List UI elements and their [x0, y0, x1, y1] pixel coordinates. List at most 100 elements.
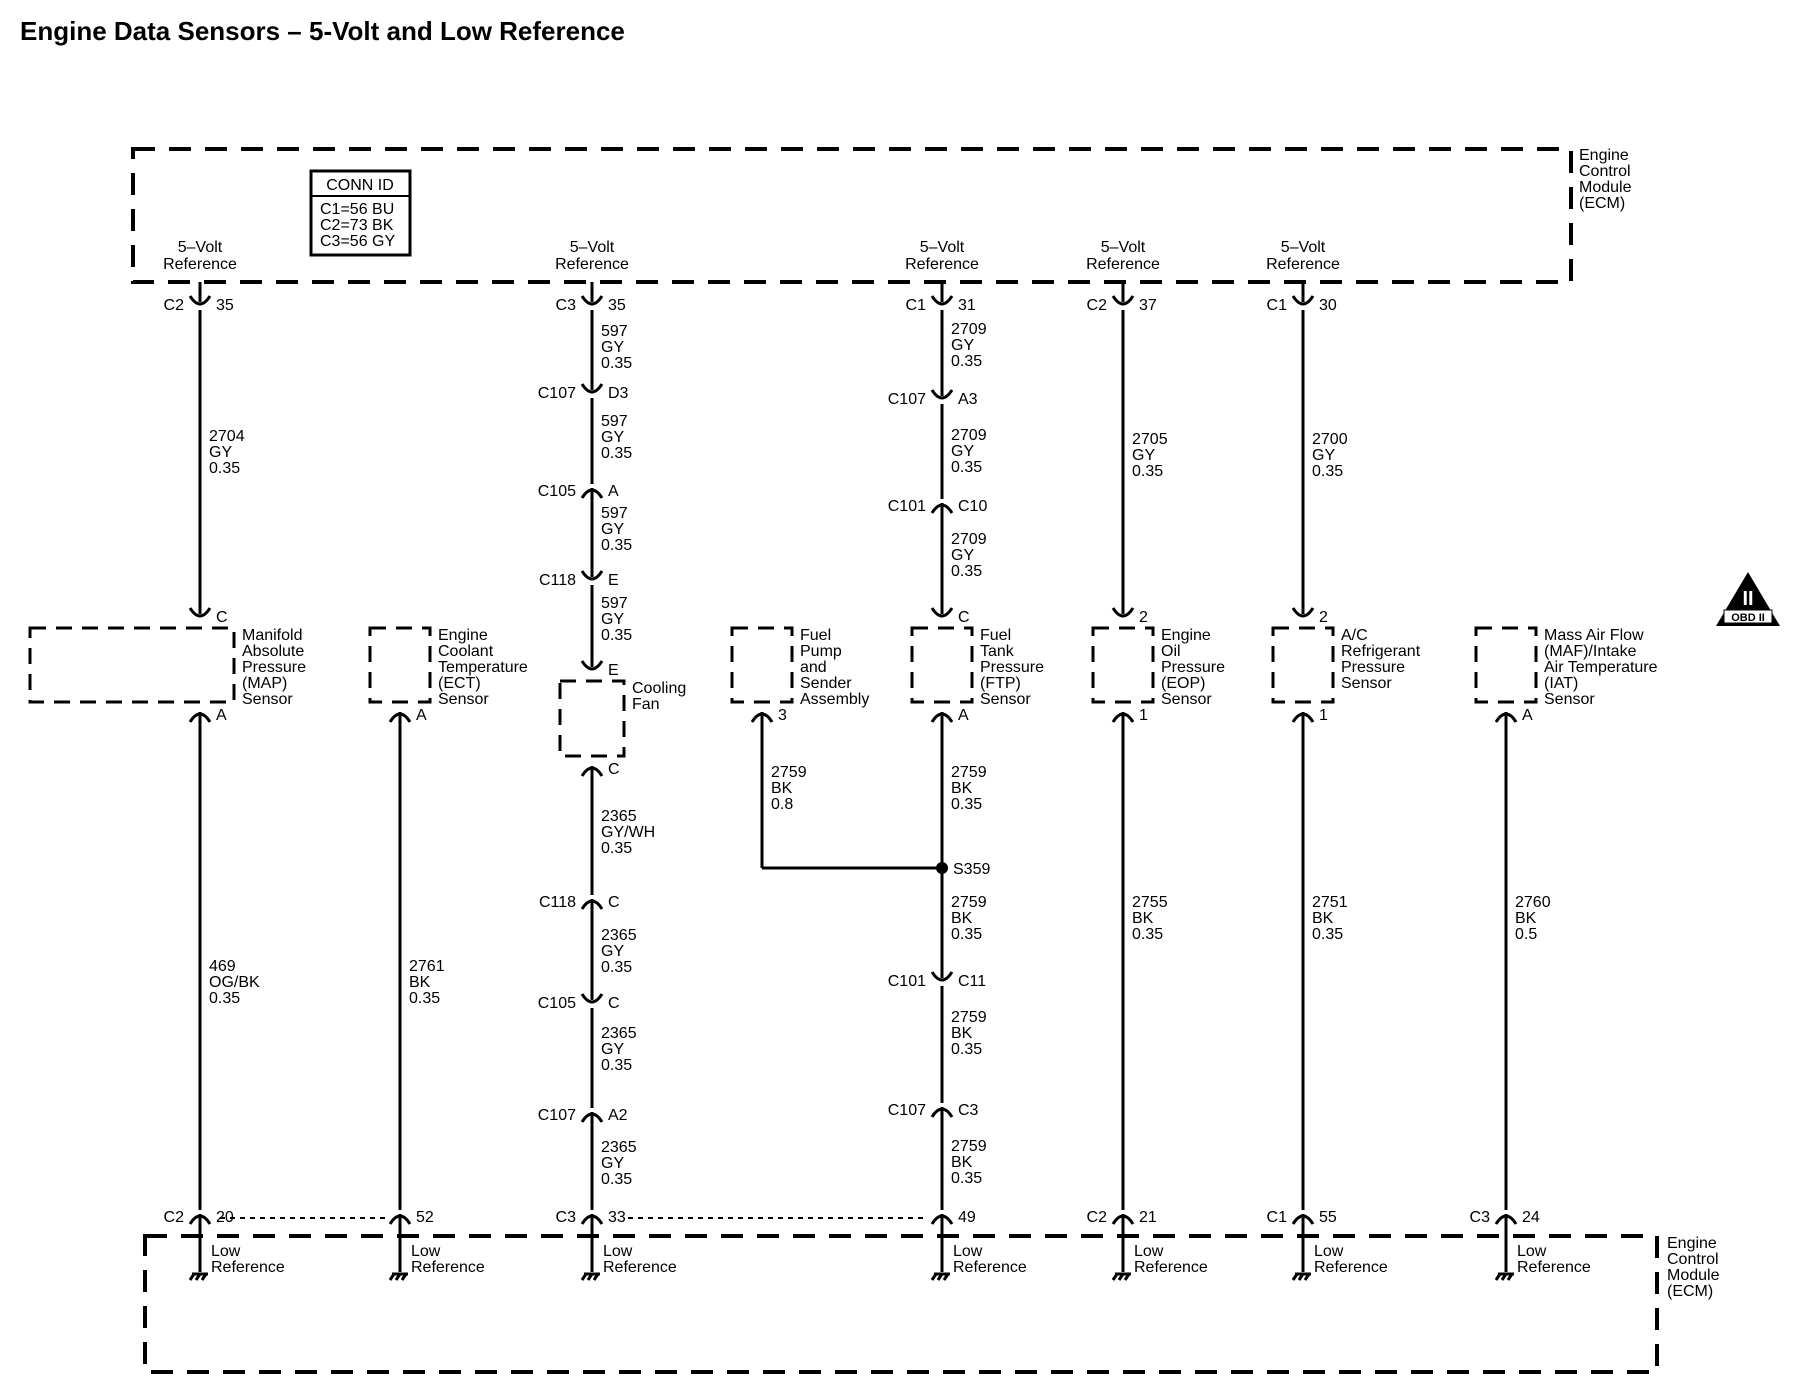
- ground-hatch: [1297, 1273, 1305, 1281]
- ref-5v-label: 5–Volt: [1101, 239, 1146, 256]
- connector-arc: [580, 993, 604, 1004]
- wire-spec: 2759: [951, 764, 987, 781]
- ground-icon: [188, 1272, 208, 1281]
- ground-hatch: [394, 1273, 402, 1281]
- ground-hatch: [1494, 1273, 1502, 1281]
- obd2-badge-icon: II OBD II: [1716, 572, 1780, 626]
- low-ref-label: Low: [411, 1243, 441, 1260]
- connector-pin-label: 21: [1139, 1209, 1157, 1226]
- wire-spec: 0.35: [951, 1041, 982, 1058]
- wire-spec: 0.35: [601, 627, 632, 644]
- wire-spec: 2709: [951, 427, 987, 444]
- wire-spec: GY: [601, 429, 624, 446]
- wire-spec: GY: [601, 1041, 624, 1058]
- wire-spec: BK: [1132, 910, 1154, 927]
- circuit-2: AEngineCoolantTemperature(ECT)Sensor2761…: [368, 626, 528, 1281]
- connector-pin-label: C10: [958, 498, 987, 515]
- connector-icon: [1111, 1210, 1135, 1225]
- low-ref-label: Low: [1134, 1243, 1164, 1260]
- connector-id: C3: [556, 1209, 577, 1226]
- sensor-name-line: Sensor: [242, 691, 293, 708]
- ref-5v-label: Reference: [555, 256, 629, 273]
- sensor-name-line: Pressure: [1161, 659, 1225, 676]
- sensor-name-line: Manifold: [242, 627, 302, 644]
- connector-icon: [388, 1210, 412, 1225]
- ground-hatch: [1123, 1273, 1131, 1281]
- wire-spec: 2709: [951, 531, 987, 548]
- low-ref-label: Low: [211, 1243, 241, 1260]
- sensor-pin-label: 2: [1319, 609, 1328, 626]
- connector-arc: [1111, 607, 1135, 618]
- connector-icon: [930, 1103, 954, 1118]
- connector-icon: [188, 708, 212, 723]
- sensor-name-line: Cooling: [632, 680, 686, 697]
- ground-icon: [1494, 1272, 1514, 1281]
- connector-id: C2: [164, 1209, 185, 1226]
- obd2-badge-text: OBD II: [1731, 612, 1765, 624]
- sensor-name-line: (FTP): [980, 675, 1021, 692]
- connector-pin-label: 35: [216, 297, 234, 314]
- sensor-name-line: (MAF)/Intake: [1544, 643, 1637, 660]
- wire-spec: 0.35: [601, 840, 632, 857]
- ground-hatch: [592, 1273, 600, 1281]
- connector-pin-label: C11: [958, 973, 986, 990]
- sensor-name-line: (MAP): [242, 675, 287, 692]
- connector-id: C107: [888, 1102, 926, 1119]
- wire-spec: 0.35: [1312, 926, 1343, 943]
- sensor-pin-label: A: [1522, 707, 1533, 724]
- ref-5v-label: Reference: [1086, 256, 1160, 273]
- sensor-name-line: Assembly: [800, 691, 869, 708]
- connector-icon: [388, 708, 412, 723]
- connector-pin-label: 31: [958, 297, 976, 314]
- connector-icon: [188, 295, 212, 310]
- connector-icon: [930, 971, 954, 986]
- connector-icon: [580, 295, 604, 310]
- sensor-name-line: Sensor: [1341, 675, 1392, 692]
- ground-icon: [1111, 1272, 1131, 1281]
- obd2-badge-symbol: II: [1742, 588, 1753, 610]
- connector-pin-label: E: [608, 572, 619, 589]
- wire-spec: 0.35: [951, 459, 982, 476]
- ground-hatch: [1500, 1273, 1508, 1281]
- svg-text:Engine: Engine: [1667, 1235, 1717, 1252]
- ground-hatch: [1111, 1273, 1119, 1281]
- sensor-name-line: Engine: [1161, 627, 1211, 644]
- sensor-pin-label: E: [608, 662, 619, 679]
- ecm-top-outline: [131, 147, 1573, 284]
- ground-icon: [388, 1272, 408, 1281]
- ecm-bottom-outline: [143, 1234, 1659, 1374]
- wire-spec: 0.35: [951, 796, 982, 813]
- sensor-pin-label: C: [608, 761, 620, 778]
- ground-hatch: [188, 1273, 196, 1281]
- sensor-outline: [730, 626, 794, 704]
- connector-id: C3: [556, 297, 577, 314]
- connector-icon: [1111, 295, 1135, 310]
- sensor-pin-label: C: [958, 609, 970, 626]
- sensor-outline: [368, 626, 432, 704]
- sensor-name-line: Coolant: [438, 643, 494, 660]
- wire-spec: 2365: [601, 808, 637, 825]
- wire-spec: 0.35: [209, 460, 240, 477]
- connector-pin-label: 55: [1319, 1209, 1337, 1226]
- ground-hatch: [1506, 1273, 1514, 1281]
- wire-spec: 0.35: [601, 1057, 632, 1074]
- wire-spec: 0.35: [601, 445, 632, 462]
- connector-pin-label: 24: [1522, 1209, 1540, 1226]
- ref-5v-label: Reference: [905, 256, 979, 273]
- sensor-pin-label: A: [958, 707, 969, 724]
